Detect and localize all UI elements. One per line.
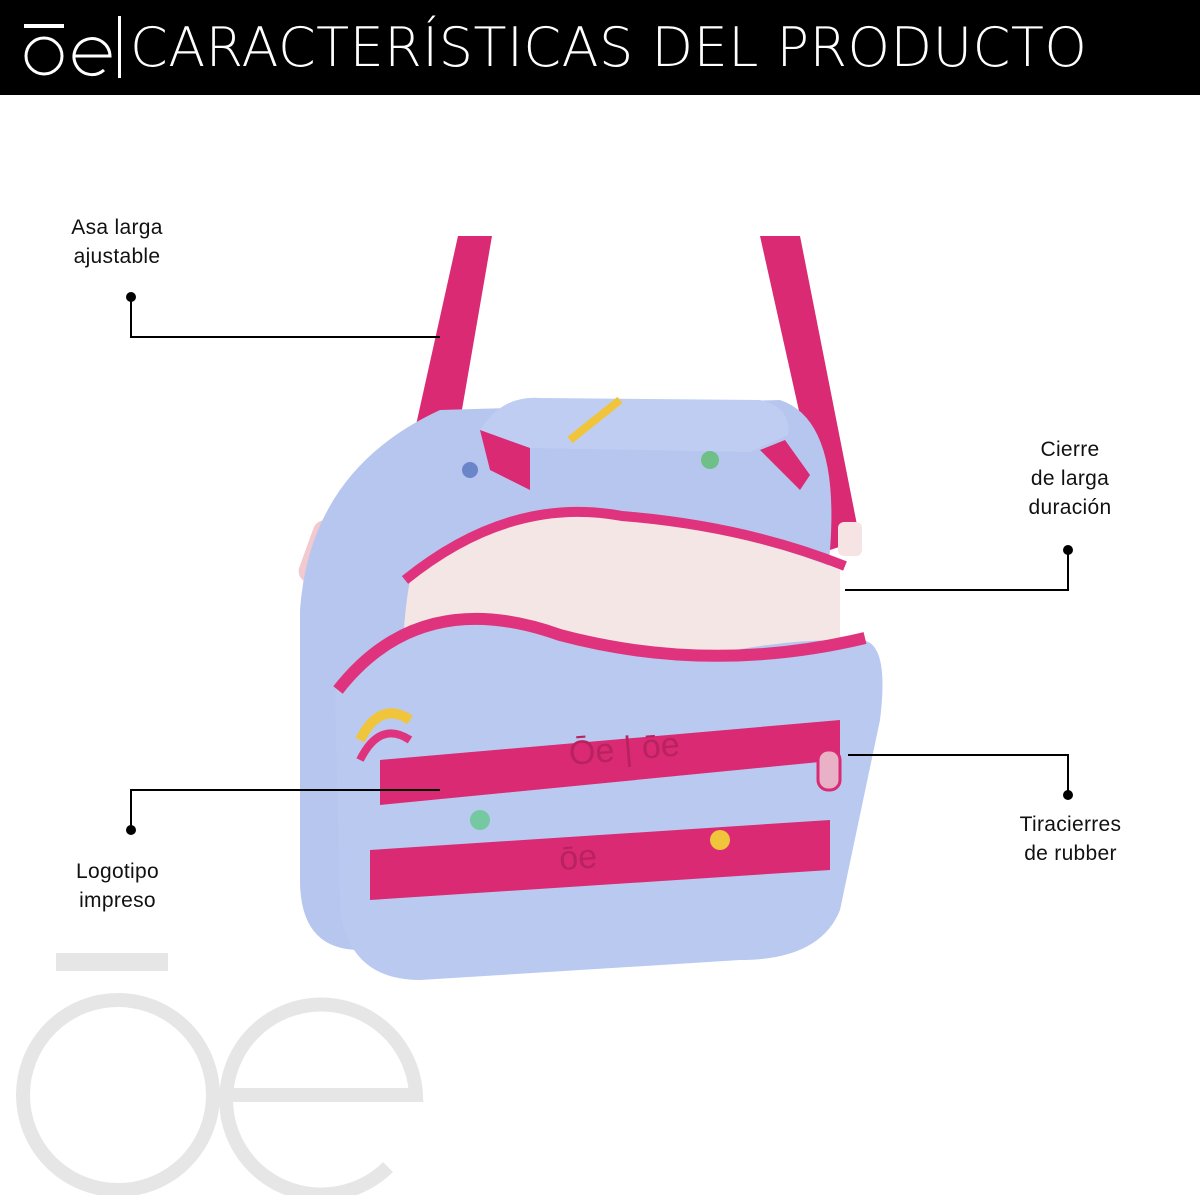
callout-puller: Tiracierres de rubber (998, 810, 1143, 868)
callout-zipper-line1: Cierre (1040, 438, 1100, 461)
callout-logo-line1: Logotipo (76, 860, 159, 883)
brand-logo-icon: ōe (24, 24, 112, 77)
watermark-logo-icon (16, 953, 424, 1195)
product-photo: Ōe | ōe ōe (298, 236, 883, 980)
header-separator (118, 16, 121, 78)
callout-strap-line2: ajustable (73, 245, 161, 268)
page-title: CARACTERÍSTICAS DEL PRODUCTO (130, 16, 1088, 79)
callout-strap: Asa larga ajustable (62, 213, 172, 271)
callout-puller-line2: de rubber (1024, 842, 1117, 865)
printed-logo-2: ōe (558, 837, 598, 878)
callout-strap-line1: Asa larga (71, 216, 163, 239)
callout-puller-line1: Tiracierres (1019, 813, 1122, 836)
callout-zipper-line3: duración (1028, 496, 1112, 519)
callout-logo: Logotipo impreso (60, 857, 175, 915)
callout-logo-line2: impreso (79, 889, 156, 912)
header-bar: ōe CARACTERÍSTICAS DEL PRODUCTO (0, 0, 1200, 95)
callout-zipper-line2: de larga (1030, 467, 1110, 490)
callout-zipper: Cierre de larga duración (1000, 435, 1140, 522)
